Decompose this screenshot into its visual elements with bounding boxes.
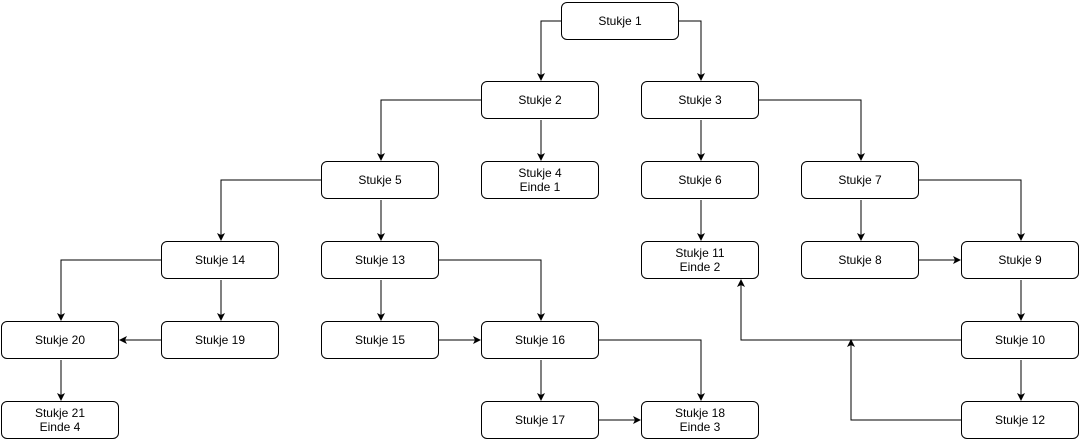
node-label: Stukje 18 [674,406,726,420]
edge-n12-to-n10 [847,339,961,421]
node-sublabel: Einde 2 [679,260,721,274]
node-label: Stukje 15 [354,333,406,347]
node-label: Stukje 12 [994,413,1046,427]
node-label: Stukje 2 [518,93,562,107]
node-label: Stukje 14 [194,253,246,267]
node-label: Stukje 7 [838,173,882,187]
node-stukje-9: Stukje 9 [961,241,1079,279]
node-sublabel: Einde 1 [519,180,561,194]
node-label: Stukje 5 [358,173,402,187]
node-stukje-15: Stukje 15 [321,321,439,359]
node-stukje-10: Stukje 10 [961,321,1079,359]
node-stukje-3: Stukje 3 [641,81,759,119]
node-stukje-8: Stukje 8 [801,241,919,279]
node-label: Stukje 19 [194,333,246,347]
node-stukje-20: Stukje 20 [1,321,119,359]
node-stukje-14: Stukje 14 [161,241,279,279]
node-label: Stukje 20 [34,333,86,347]
node-label: Stukje 10 [994,333,1046,347]
edge-n3-to-n7 [759,99,865,161]
node-stukje-18: Stukje 18 Einde 3 [641,401,759,439]
edge-n13-to-n16 [439,259,545,321]
node-stukje-19: Stukje 19 [161,321,279,359]
node-stukje-2: Stukje 2 [481,81,599,119]
edge-n5-to-n14 [217,179,321,241]
node-label: Stukje 16 [514,333,566,347]
node-label: Stukje 4 [518,166,562,180]
edge-n7-to-n9 [919,179,1025,241]
node-sublabel: Einde 4 [39,420,81,434]
edge-n1-to-n3 [679,20,705,81]
node-stukje-7: Stukje 7 [801,161,919,199]
edge-n10-to-n11 [737,279,961,341]
node-label: Stukje 1 [598,14,642,28]
node-label: Stukje 11 [675,246,725,260]
node-label: Stukje 9 [998,253,1042,267]
node-stukje-21: Stukje 21 Einde 4 [1,401,119,439]
node-label: Stukje 3 [678,93,722,107]
edge-n16-to-n18 [599,339,705,401]
node-label: Stukje 8 [838,253,882,267]
node-stukje-13: Stukje 13 [321,241,439,279]
node-stukje-1: Stukje 1 [561,2,679,40]
node-label: Stukje 17 [514,413,566,427]
node-stukje-5: Stukje 5 [321,161,439,199]
node-stukje-16: Stukje 16 [481,321,599,359]
node-label: Stukje 13 [354,253,406,267]
node-stukje-6: Stukje 6 [641,161,759,199]
node-stukje-17: Stukje 17 [481,401,599,439]
node-stukje-4: Stukje 4 Einde 1 [481,161,599,199]
edge-n14-to-n20 [57,259,161,321]
edge-n1-to-n2 [537,20,561,81]
node-label: Stukje 6 [678,173,722,187]
node-sublabel: Einde 3 [679,420,721,434]
node-stukje-11: Stukje 11 Einde 2 [641,241,759,279]
node-stukje-12: Stukje 12 [961,401,1079,439]
node-label: Stukje 21 [34,406,86,420]
edge-n2-to-n5 [377,99,481,161]
